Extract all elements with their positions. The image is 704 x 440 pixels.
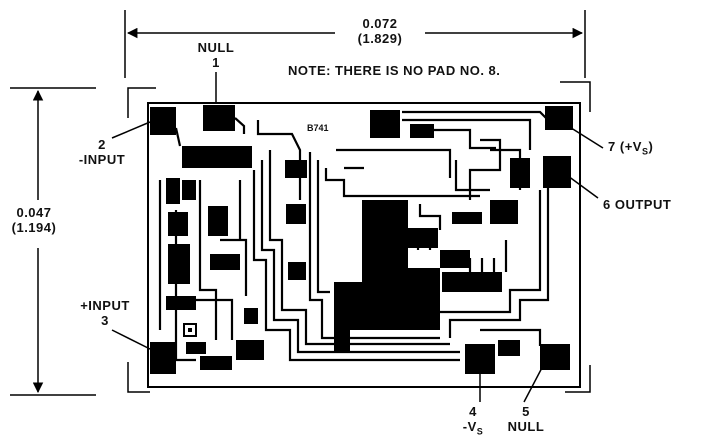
pad-6 (543, 156, 571, 188)
pad-6-name: OUTPUT (614, 197, 672, 212)
pad-4 (465, 344, 495, 374)
pad-1 (203, 105, 235, 131)
width-dimension (124, 10, 586, 78)
height-dimension-label: 0.047 (1.194) (8, 205, 60, 235)
height-dimension (10, 87, 96, 396)
pad-3-number: 3 (101, 313, 109, 328)
pad-4-number: 4 (469, 404, 477, 419)
note-text: NOTE: THERE IS NO PAD NO. 8. (288, 63, 501, 78)
width-dimension-label: 0.072 (1.829) (335, 16, 425, 46)
height-inch: 0.047 (16, 205, 52, 220)
pad-1-label: NULL 1 (188, 40, 244, 70)
width-inch: 0.072 (362, 16, 398, 31)
pad-5-number: 5 (522, 404, 530, 419)
pad-2-name: -INPUT (78, 152, 126, 167)
pad-5 (540, 344, 570, 370)
corner-marks (127, 81, 591, 393)
pad-7-tail: ) (648, 139, 654, 154)
width-mm: (1.829) (357, 31, 403, 46)
pad-5-name: NULL (507, 419, 545, 434)
pad-2 (150, 107, 176, 135)
pad-7-subscript: S (641, 146, 649, 157)
pad-7-name: (+V (619, 139, 642, 154)
chip-die (147, 102, 581, 388)
pad-3 (150, 342, 176, 374)
pad-7-label: 7 (+VS) (608, 139, 653, 160)
pad-1-number: 1 (212, 55, 220, 70)
pad-7-number: 7 (608, 139, 616, 154)
pad-3-name: +INPUT (80, 298, 130, 313)
pad-6-number: 6 (603, 197, 611, 212)
interconnect-traces (158, 110, 550, 362)
pad-4-name: -V (462, 419, 477, 434)
pad-5-label: 5 NULL (500, 404, 552, 434)
pad-1-name: NULL (197, 40, 235, 55)
chip-id-label: B741 (307, 123, 329, 133)
pad-2-number: 2 (98, 137, 106, 152)
metal-blocks (166, 110, 530, 370)
height-mm: (1.194) (11, 220, 57, 235)
pad-3-label: +INPUT 3 (72, 298, 138, 328)
output-transistor (334, 200, 440, 352)
leader-lines (111, 72, 604, 403)
pad-4-label: 4 -VS (452, 404, 494, 440)
pad-2-label: 2 -INPUT (68, 137, 136, 167)
pad-6-label: 6 OUTPUT (603, 197, 671, 212)
pad-4-subscript: S (476, 426, 484, 437)
